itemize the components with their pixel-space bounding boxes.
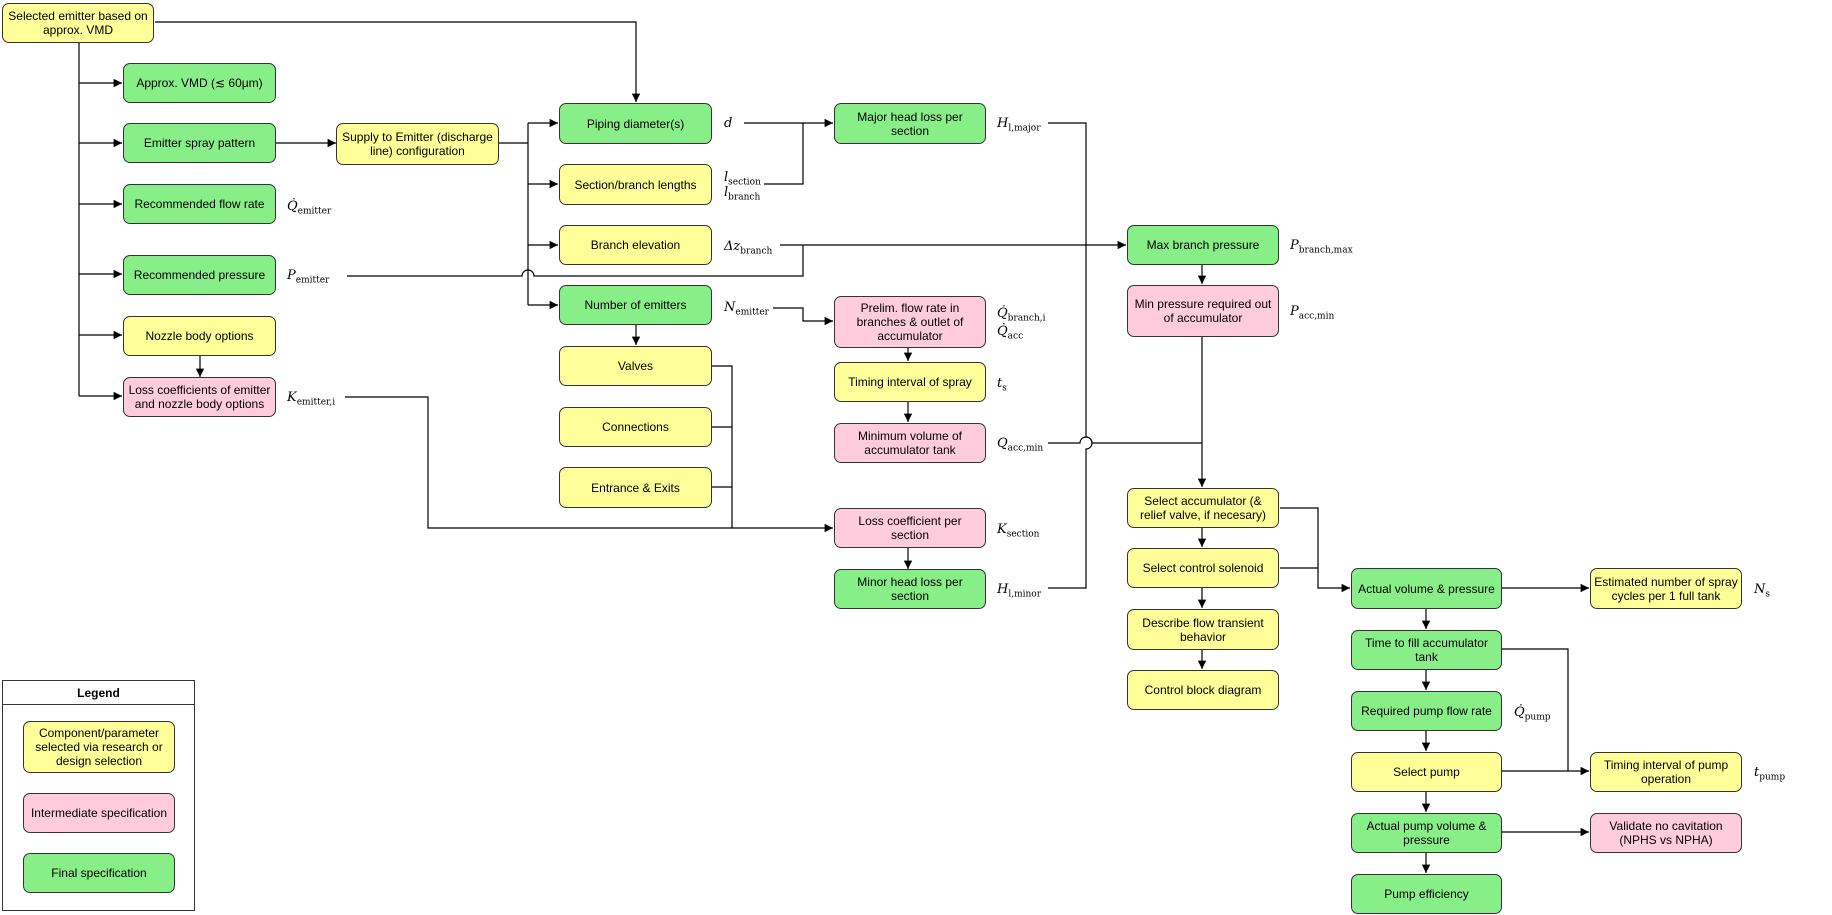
symbol-k-emitter: Kemitter,i — [287, 390, 336, 408]
selected-emitter-node[interactable]: Selected emitter based on approx. VMD — [2, 3, 154, 43]
legend-intermediate-swatch: Intermediate specification — [23, 793, 175, 833]
edge-recpressure-line — [347, 245, 804, 277]
loss-coeff-emitter-node[interactable]: Loss coefficients of emitter and nozzle … — [123, 377, 276, 417]
supply-config-node[interactable]: Supply to Emitter (discharge line) confi… — [336, 123, 499, 165]
symbol-q-acc: Q̇acc — [997, 324, 1024, 342]
rec-pressure-node[interactable]: Recommended pressure — [123, 255, 276, 295]
control-block-node[interactable]: Control block diagram — [1127, 670, 1279, 710]
symbol-q-branch: Q̇branch,i — [997, 306, 1046, 324]
spray-pattern-node[interactable]: Emitter spray pattern — [123, 123, 276, 163]
symbol-dz-branch: Δzbranch — [724, 239, 773, 257]
flow-transient-node[interactable]: Describe flow transient behavior — [1127, 609, 1279, 650]
select-pump-node[interactable]: Select pump — [1351, 752, 1502, 792]
edge-valves-bundle — [712, 365, 733, 528]
edge-acc-actual — [1280, 507, 1350, 593]
legend-title: Legend — [3, 681, 194, 705]
approx-vmd-node[interactable]: Approx. VMD (≲ 60μm) — [123, 63, 276, 103]
piping-diameter-node[interactable]: Piping diameter(s) — [559, 103, 712, 144]
symbol-n-emitter: Nemitter — [724, 300, 769, 318]
symbol-n-s: Ns — [1754, 582, 1770, 600]
max-branch-pressure-node[interactable]: Max branch pressure — [1127, 225, 1279, 265]
legend-final-swatch: Final specification — [23, 853, 175, 893]
min-volume-node[interactable]: Minimum volume of accumulator tank — [834, 423, 986, 463]
symbol-d: d — [724, 116, 733, 131]
legend-research-swatch: Component/parameter selected via researc… — [23, 721, 175, 773]
edge-nemit-prelim — [773, 307, 833, 326]
edge-lengths-major — [764, 123, 804, 185]
nozzle-body-node[interactable]: Nozzle body options — [123, 316, 276, 356]
timing-pump-node[interactable]: Timing interval of pump operation — [1590, 752, 1742, 792]
minor-head-loss-node[interactable]: Minor head loss per section — [834, 569, 986, 609]
symbol-k-section: Ksection — [997, 522, 1040, 540]
symbol-h-major: Hl,major — [997, 116, 1041, 134]
min-pressure-acc-node[interactable]: Min pressure required out of accumulator — [1127, 285, 1279, 337]
edge-minvol-acc — [1048, 436, 1202, 444]
symbol-p-acc-min: Pacc,min — [1290, 304, 1335, 322]
symbol-q-emitter: Q̇emitter — [287, 199, 332, 217]
loss-coeff-section-node[interactable]: Loss coefficient per section — [834, 508, 986, 548]
valves-node[interactable]: Valves — [559, 346, 712, 386]
select-solenoid-node[interactable]: Select control solenoid — [1127, 548, 1279, 588]
symbol-t-s: ts — [997, 376, 1007, 394]
pump-efficiency-node[interactable]: Pump efficiency — [1351, 874, 1502, 914]
symbol-h-minor: Hl,minor — [997, 582, 1042, 600]
time-fill-node[interactable]: Time to fill accumulator tank — [1351, 630, 1502, 670]
rec-flow-node[interactable]: Recommended flow rate — [123, 184, 276, 224]
major-head-loss-node[interactable]: Major head loss per section — [834, 103, 986, 144]
est-cycles-node[interactable]: Estimated number of spray cycles per 1 f… — [1590, 568, 1742, 609]
actual-volume-node[interactable]: Actual volume & pressure — [1351, 568, 1502, 609]
symbol-t-pump: tpump — [1754, 765, 1786, 783]
symbol-q-pump: Q̇pump — [1514, 705, 1551, 723]
edge-major-bus — [1048, 122, 1093, 589]
symbol-q-acc-min: Qacc,min — [997, 436, 1044, 454]
edge-losscoef-emitter — [345, 396, 833, 533]
symbol-l-section: lsection — [724, 170, 761, 188]
req-pump-flow-node[interactable]: Required pump flow rate — [1351, 691, 1502, 731]
symbol-p-emitter: Pemitter — [287, 268, 330, 286]
legend: Legend Component/parameter selected via … — [2, 680, 195, 911]
prelim-flow-node[interactable]: Prelim. flow rate in branches & outlet o… — [834, 296, 986, 348]
branch-elevation-node[interactable]: Branch elevation — [559, 225, 712, 265]
num-emitters-node[interactable]: Number of emitters — [559, 285, 712, 325]
edge-emitter-piping — [155, 21, 641, 102]
edge-timefill-timing — [1502, 648, 1569, 771]
symbol-l-branch: lbranch — [724, 185, 761, 203]
entrance-exits-node[interactable]: Entrance & Exits — [559, 467, 712, 508]
select-accumulator-node[interactable]: Select accumulator (& relief valve, if n… — [1127, 488, 1279, 528]
timing-spray-node[interactable]: Timing interval of spray — [834, 362, 986, 402]
connections-node[interactable]: Connections — [559, 407, 712, 447]
validate-cavitation-node[interactable]: Validate no cavitation (NPHS vs NPHA) — [1590, 813, 1742, 853]
symbol-p-branch-max: Pbranch,max — [1290, 238, 1353, 256]
section-lengths-node[interactable]: Section/branch lengths — [559, 164, 712, 205]
actual-pump-node[interactable]: Actual pump volume & pressure — [1351, 813, 1502, 853]
